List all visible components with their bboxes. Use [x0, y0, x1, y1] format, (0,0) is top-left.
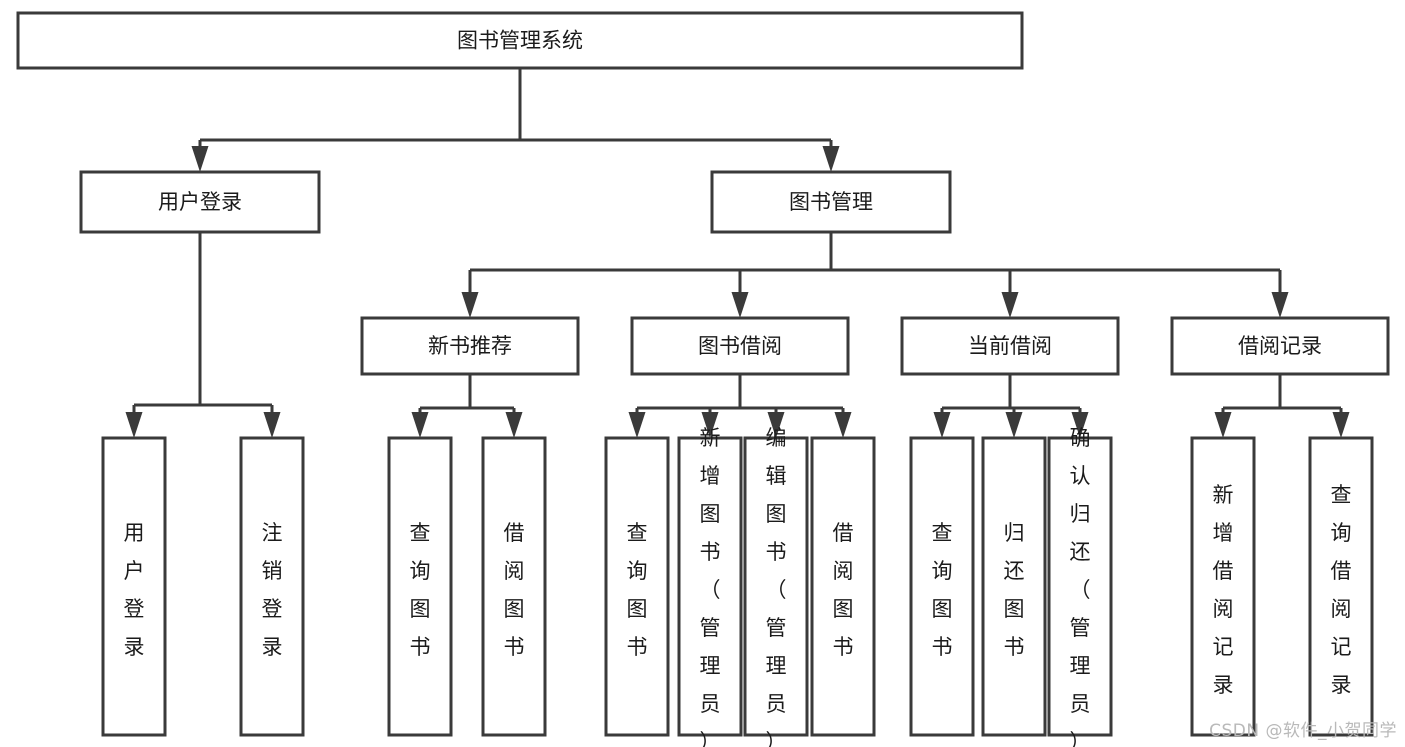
node-label-current: 当前借阅: [968, 334, 1052, 358]
node-l-re-query[interactable]: 查询借阅记录: [1308, 436, 1374, 737]
edge-login-to-user-login: [125, 405, 143, 438]
node-l-bo-lend[interactable]: 借阅图书: [810, 436, 876, 737]
node-label-newbook: 新书推荐: [428, 334, 512, 358]
node-l-bo-edit[interactable]: 编辑图书（管理员）: [743, 426, 809, 747]
node-l-nb-borrow[interactable]: 借阅图书: [481, 436, 547, 737]
edge-group-bookmgmt: [461, 232, 1289, 318]
edge-bookmgmt-to-current: [1001, 270, 1019, 318]
node-box-l-nb-borrow[interactable]: [481, 436, 547, 737]
node-l-login[interactable]: 用户登录: [101, 436, 167, 737]
node-box-l-bo-edit[interactable]: [743, 436, 809, 737]
node-bookmgmt[interactable]: 图书管理: [710, 170, 952, 234]
edge-current-to-return: [1005, 408, 1023, 438]
node-root[interactable]: 图书管理系统: [16, 11, 1024, 70]
node-label-l-cu-return: 归还图书: [1004, 521, 1025, 659]
node-label-l-re-add: 新增借阅记录: [1213, 483, 1234, 697]
edge-group-root: [191, 68, 840, 172]
node-box-l-cu-return[interactable]: [981, 436, 1047, 737]
edge-bookmgmt-to-newbook: [461, 270, 479, 318]
node-borrow[interactable]: 图书借阅: [630, 316, 850, 376]
node-l-nb-query[interactable]: 查询图书: [387, 436, 453, 737]
node-current[interactable]: 当前借阅: [900, 316, 1120, 376]
node-label-l-login: 用户登录: [124, 521, 145, 659]
node-newbook[interactable]: 新书推荐: [360, 316, 580, 376]
edge-newbook-to-query: [411, 408, 429, 438]
edge-bookmgmt-to-borrow: [731, 270, 749, 318]
node-label-l-re-query: 查询借阅记录: [1331, 483, 1352, 697]
node-box-borrow[interactable]: [630, 316, 850, 376]
node-l-cu-return[interactable]: 归还图书: [981, 436, 1047, 737]
node-label-l-bo-lend: 借阅图书: [833, 521, 854, 659]
edge-records-to-add: [1214, 408, 1232, 438]
node-box-l-re-add[interactable]: [1190, 436, 1256, 737]
node-label-l-bo-query: 查询图书: [627, 521, 648, 659]
node-l-cu-conf[interactable]: 确认归还（管理员）: [1047, 426, 1113, 747]
edge-login-to-logout: [263, 405, 281, 438]
edge-root-to-bookmgmt: [822, 140, 840, 172]
edge-group-newbook: [411, 374, 523, 438]
node-box-l-bo-lend[interactable]: [810, 436, 876, 737]
edge-current-to-query: [933, 408, 951, 438]
edge-group-current: [933, 374, 1089, 438]
node-l-cu-query[interactable]: 查询图书: [909, 436, 975, 737]
edge-layer: [125, 68, 1350, 438]
node-label-l-nb-borrow: 借阅图书: [504, 521, 525, 659]
edge-records-to-query: [1332, 408, 1350, 438]
edge-group-login: [125, 232, 281, 438]
node-login[interactable]: 用户登录: [79, 170, 321, 234]
node-label-l-nb-query: 查询图书: [410, 521, 431, 659]
node-l-re-add[interactable]: 新增借阅记录: [1190, 436, 1256, 737]
edge-group-borrow: [628, 374, 852, 438]
node-records[interactable]: 借阅记录: [1170, 316, 1390, 376]
node-label-records: 借阅记录: [1238, 334, 1322, 358]
node-layer: 图书管理系统用户登录图书管理新书推荐图书借阅当前借阅借阅记录用户登录注销登录查询…: [16, 11, 1390, 747]
edge-borrow-to-edit: [767, 408, 785, 438]
node-l-bo-query[interactable]: 查询图书: [604, 436, 670, 737]
node-label-l-logout: 注销登录: [262, 521, 283, 659]
node-box-current[interactable]: [900, 316, 1120, 376]
node-label-root: 图书管理系统: [457, 29, 583, 53]
node-box-l-nb-query[interactable]: [387, 436, 453, 737]
node-box-newbook[interactable]: [360, 316, 580, 376]
node-l-logout[interactable]: 注销登录: [239, 436, 305, 737]
node-label-borrow: 图书借阅: [698, 334, 782, 358]
node-label-l-bo-add: 新增图书（管理员）: [700, 426, 721, 747]
edge-current-to-confirm: [1071, 408, 1089, 438]
edge-borrow-to-lend: [834, 408, 852, 438]
node-box-l-re-query[interactable]: [1308, 436, 1374, 737]
node-box-bookmgmt[interactable]: [710, 170, 952, 234]
node-box-l-cu-query[interactable]: [909, 436, 975, 737]
node-box-l-logout[interactable]: [239, 436, 305, 737]
node-label-l-cu-query: 查询图书: [932, 521, 953, 659]
edge-borrow-to-query: [628, 408, 646, 438]
node-box-l-bo-add[interactable]: [677, 436, 743, 737]
node-box-root[interactable]: [16, 11, 1024, 70]
node-box-l-login[interactable]: [101, 436, 167, 737]
node-label-l-cu-conf: 确认归还（管理员）: [1070, 426, 1091, 747]
edge-newbook-to-borrow: [505, 408, 523, 438]
edge-group-records: [1214, 374, 1350, 438]
node-label-bookmgmt: 图书管理: [789, 190, 873, 214]
node-label-login: 用户登录: [158, 190, 242, 214]
edge-borrow-to-add: [701, 408, 719, 438]
node-box-l-cu-conf[interactable]: [1047, 436, 1113, 737]
node-box-login[interactable]: [79, 170, 321, 234]
edge-bookmgmt-to-records: [1271, 270, 1289, 318]
node-box-l-bo-query[interactable]: [604, 436, 670, 737]
node-l-bo-add[interactable]: 新增图书（管理员）: [677, 426, 743, 747]
edge-root-to-login: [191, 140, 209, 172]
node-box-records[interactable]: [1170, 316, 1390, 376]
node-label-l-bo-edit: 编辑图书（管理员）: [766, 426, 787, 747]
